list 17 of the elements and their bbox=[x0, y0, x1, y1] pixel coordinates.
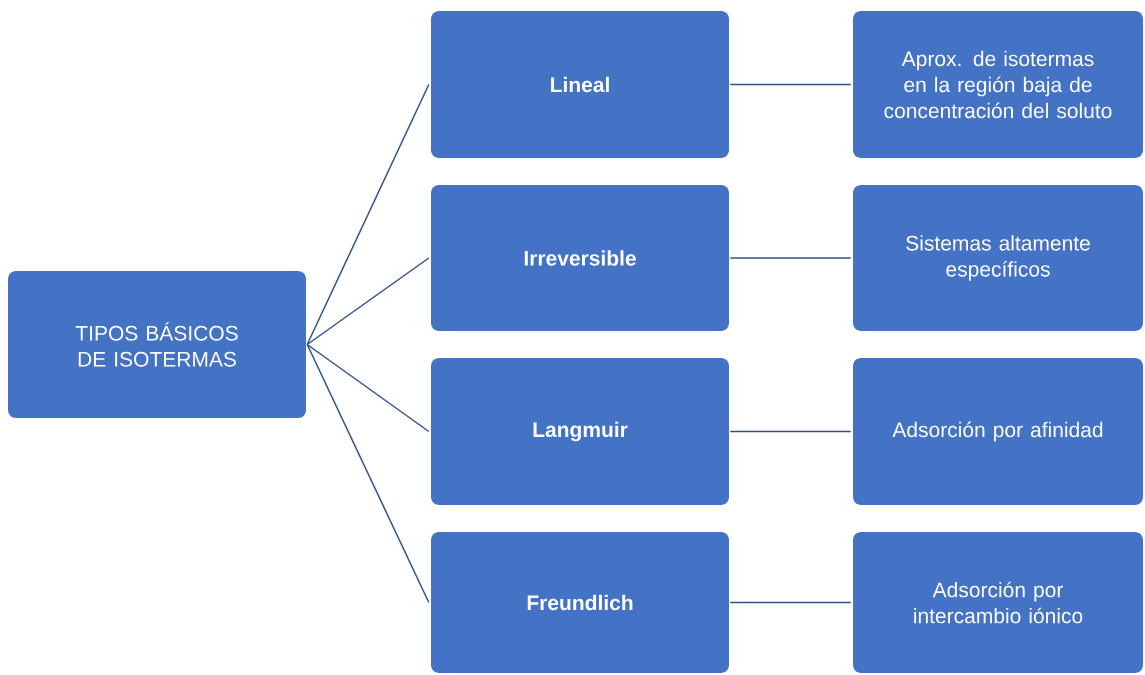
connector-line bbox=[729, 257, 852, 259]
connector-line bbox=[306, 257, 430, 346]
description-box: Sistemas altamente específicos bbox=[853, 185, 1143, 331]
connector-line bbox=[729, 83, 852, 86]
root-box: TIPOS BÁSICOS DE ISOTERMAS bbox=[8, 271, 306, 418]
type-box: Lineal bbox=[431, 11, 729, 158]
type-box: Langmuir bbox=[431, 358, 729, 505]
description-box: Adsorción por afinidad bbox=[853, 358, 1143, 505]
description-box: Adsorción por intercambio iónico bbox=[853, 532, 1143, 673]
connector-line bbox=[729, 601, 852, 604]
connector-line bbox=[729, 430, 852, 433]
connector-line bbox=[306, 83, 430, 346]
connector-line bbox=[306, 343, 430, 604]
type-box: Irreversible bbox=[431, 185, 729, 331]
description-box: Aprox. de isotermas en la región baja de concentración del soluto bbox=[853, 11, 1143, 158]
type-box: Freundlich bbox=[431, 532, 729, 673]
connector-line bbox=[306, 343, 430, 433]
